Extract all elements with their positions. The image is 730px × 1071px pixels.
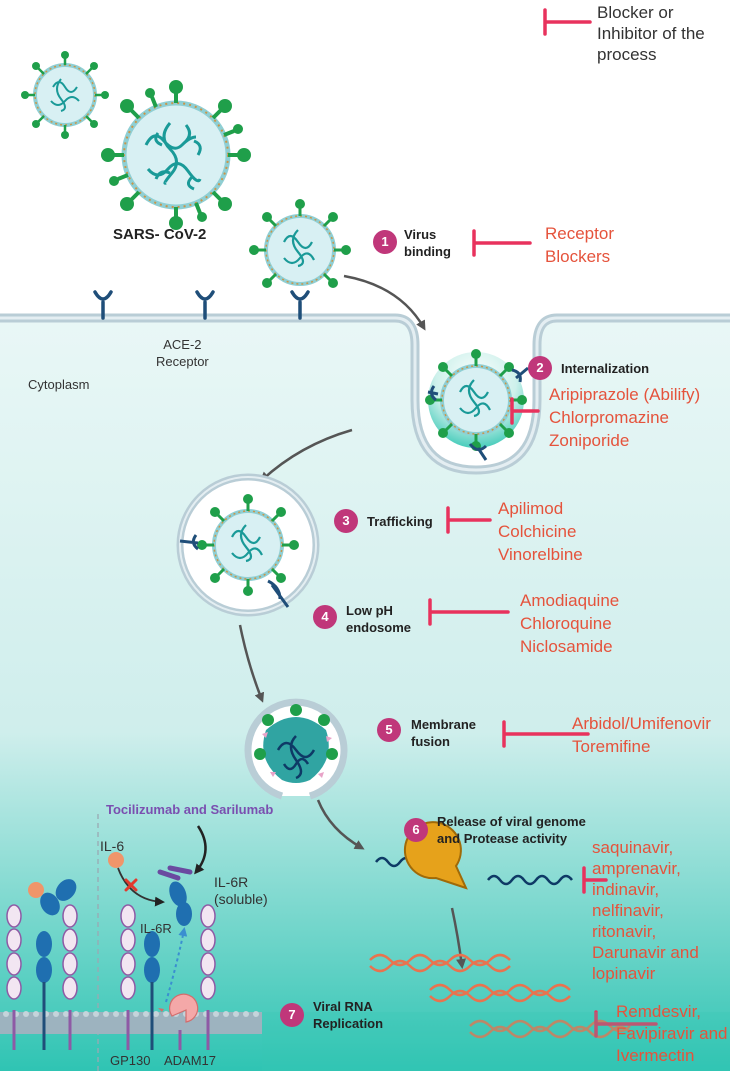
step-4-line-1: Low pH: [346, 603, 393, 618]
step-1-drug: Blockers: [545, 247, 611, 266]
step-3-drug: Apilimod: [498, 499, 564, 518]
step-4-line-2: endosome: [346, 620, 412, 635]
soluble-il6r: [169, 881, 192, 926]
step-7-drugs: Remdesvir, Favipiravir and Ivermectin: [616, 1001, 728, 1067]
cytoplasm-label: Cytoplasm: [28, 377, 90, 392]
legend-line-3: process: [597, 45, 657, 64]
step-5-drug: Arbidol/Umifenovir: [572, 714, 711, 733]
small-virus: [21, 51, 109, 139]
step-1-drug: Receptor: [545, 224, 614, 243]
step-7-drug: Ivermectin: [616, 1046, 695, 1065]
step-3-badge: 3: [334, 509, 358, 533]
step-1-line-1: Virus: [404, 227, 437, 242]
step-7-label: Viral RNA Replication: [313, 998, 383, 1032]
internalizing-virus: [425, 349, 529, 461]
step-6-drug: Darunavir and: [592, 943, 699, 962]
step-5-line-1: Membrane: [411, 717, 477, 732]
step-6-drug: amprenavir,: [592, 859, 681, 878]
step-4-label: Low pH endosome: [346, 602, 411, 636]
step-4-drug: Amodiaquine: [520, 591, 620, 610]
ace2-label-line-1: ACE-2: [163, 337, 202, 352]
step-6-drug: lopinavir: [592, 964, 656, 983]
ace2-receptors: [93, 290, 310, 320]
ace2-label-line-2: Receptor: [156, 354, 209, 369]
step-7-line-2: Replication: [313, 1016, 384, 1031]
step-2-label: Internalization: [561, 360, 649, 377]
step-3-drug: Vinorelbine: [498, 545, 583, 564]
step-1-label: Virus binding: [404, 226, 451, 260]
legend-line-2: Inhibitor of the: [597, 24, 705, 43]
gp130-label: GP130: [110, 1053, 151, 1068]
step-7-line-1: Viral RNA: [313, 999, 373, 1014]
step-1-badge: 1: [373, 230, 397, 254]
step-5-drug: Toremifine: [572, 737, 651, 756]
step-6-line-1: Release of viral genome: [437, 814, 586, 829]
step-6-drug: ritonavir,: [592, 922, 657, 941]
legend-line-1: Blocker or: [597, 3, 674, 22]
step-6-line-2: and Protease activity: [437, 831, 568, 846]
viral-rna-right: [487, 874, 573, 886]
endosome: [176, 473, 320, 617]
adam17-icon: [169, 993, 199, 1023]
fusion-vesicle: [244, 698, 348, 800]
step-5-badge: 5: [377, 718, 401, 742]
ace2-label: ACE-2 Receptor: [156, 336, 209, 370]
step-7-badge: 7: [280, 1003, 304, 1027]
antibody-icon: [157, 865, 193, 881]
step-2-drug: Chlorpromazine: [549, 408, 669, 427]
step-7-drug: Favipiravir and: [616, 1024, 728, 1043]
step-2-drug: Zoniporide: [549, 431, 630, 450]
step-3-drugs: Apilimod Colchicine Vinorelbine: [498, 497, 583, 566]
il6r-label: IL-6R: [140, 921, 172, 936]
step-6-drugs: saquinavir, amprenavir, indinavir, nelfi…: [592, 837, 699, 984]
step-4-drug: Niclosamide: [520, 637, 613, 656]
step-6-label: Release of viral genome and Protease act…: [437, 813, 586, 847]
il6r-soluble-label: IL-6R (soluble): [214, 874, 268, 908]
block-x: [124, 878, 138, 892]
legend-text: Blocker or Inhibitor of the process: [597, 2, 705, 65]
blocker-symbols: [428, 8, 658, 1038]
il6r-soluble-line-2: (soluble): [214, 891, 268, 907]
step-6-drug: saquinavir,: [592, 838, 674, 857]
il6-label: IL-6: [100, 838, 125, 854]
step-5-label: Membrane fusion: [411, 716, 476, 750]
step-1-line-2: binding: [404, 244, 451, 259]
step-2-drug: Aripiprazole (Abilify): [549, 385, 701, 404]
step-5-line-2: fusion: [411, 734, 450, 749]
step-1-drugs: Receptor Blockers: [545, 222, 614, 268]
step-5-drugs: Arbidol/Umifenovir Toremifine: [572, 712, 711, 758]
step-4-drug: Chloroquine: [520, 614, 612, 633]
gp130-left: [12, 1010, 72, 1050]
step-4-drugs: Amodiaquine Chloroquine Niclosamide: [520, 589, 619, 658]
step-2-badge: 2: [528, 356, 552, 380]
step-7-drug: Remdesvir,: [616, 1002, 702, 1021]
step-3-label: Trafficking: [367, 513, 433, 530]
step-6-drug: indinavir,: [592, 880, 660, 899]
adam17-label: ADAM17: [164, 1053, 217, 1068]
step-4-badge: 4: [313, 605, 337, 629]
il6r-soluble-line-1: IL-6R: [214, 874, 249, 890]
large-virus: [101, 80, 251, 230]
il6-bound-complex: [28, 879, 77, 916]
step-6-badge: 6: [404, 818, 428, 842]
step-6-drug: nelfinavir,: [592, 901, 664, 920]
binding-virus: [249, 199, 351, 288]
step-3-line-1: Trafficking: [367, 514, 433, 529]
il6r-membrane-left: [36, 931, 52, 983]
il6-blocker-title: Tocilizumab and Sarilumab: [106, 802, 274, 817]
step-2-line-1: Internalization: [561, 361, 650, 376]
step-3-drug: Colchicine: [498, 522, 577, 541]
step-2-drugs: Aripiprazole (Abilify) Chlorpromazine Zo…: [549, 383, 700, 452]
virus-label: SARS- CoV-2: [113, 226, 207, 243]
cell-cytoplasm: [0, 318, 730, 1071]
il6r-membrane-right: [144, 931, 160, 983]
il6-ligand: [108, 852, 124, 868]
replicating-rna: [369, 953, 631, 1039]
